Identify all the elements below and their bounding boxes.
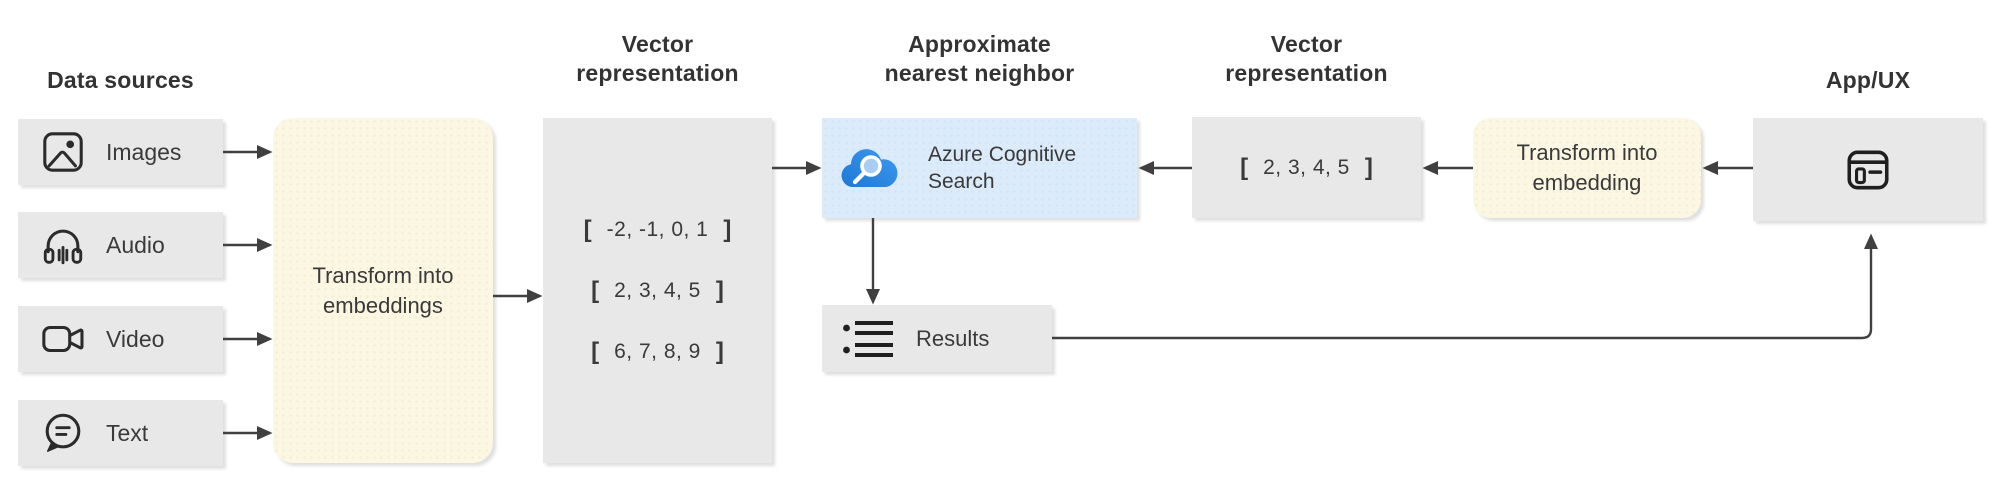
bracket-open: [ — [1240, 153, 1249, 181]
results-box: Results — [822, 305, 1052, 372]
bracket-open: [ — [591, 276, 600, 304]
source-box-images: Images — [18, 119, 223, 185]
vector-row: [ 2, 3, 4, 5 ] — [591, 277, 724, 305]
bracket-close: ] — [715, 276, 724, 304]
vector-row: [ 6, 7, 8, 9 ] — [591, 338, 724, 366]
source-box-text: Text — [18, 400, 223, 466]
header-data-sources: Data sources — [47, 67, 194, 93]
vector-values: -2, -1, 0, 1 — [606, 217, 709, 241]
azure-cognitive-search-box: Azure Cognitive Search — [822, 118, 1137, 218]
header-app-ux: App/UX — [1825, 67, 1911, 93]
header-vector-representation-right: Vector representation — [1225, 31, 1388, 86]
vector-row: [ 2, 3, 4, 5 ] — [1240, 154, 1373, 182]
app-ux-box — [1753, 118, 1983, 221]
transform-embedding-label: Transform into embedding — [1516, 140, 1658, 195]
bracket-close: ] — [715, 337, 724, 365]
source-label: Images — [106, 138, 182, 165]
bulleted-list-icon — [843, 320, 893, 357]
transform-embeddings-label: Transform into embeddings — [312, 262, 454, 318]
bracket-open: [ — [583, 215, 592, 243]
bracket-open: [ — [591, 337, 600, 365]
source-box-audio: Audio — [18, 212, 223, 278]
source-box-video: Video — [18, 306, 223, 372]
transform-embeddings-box: Transform into embeddings — [273, 118, 493, 463]
vector-representation-left-box: [ -2, -1, 0, 1 ] [ 2, 3, 4, 5 ] [ 6, 7, … — [543, 118, 772, 463]
vector-values: 6, 7, 8, 9 — [614, 339, 701, 363]
browser-window-icon — [1847, 150, 1889, 189]
header-vector-representation-left: Vector representation — [576, 31, 739, 86]
vector-row: [ -2, -1, 0, 1 ] — [584, 216, 732, 244]
source-label: Text — [106, 419, 149, 446]
results-label: Results — [916, 325, 990, 351]
source-label: Audio — [106, 231, 165, 258]
vector-representation-right-box: [ 2, 3, 4, 5 ] — [1192, 117, 1421, 218]
azure-search-cloud-icon — [841, 149, 898, 187]
azure-cognitive-search-label: Azure Cognitive Search — [928, 143, 1077, 193]
video-icon — [42, 325, 84, 353]
arrow-results-to-app — [1052, 233, 1878, 340]
transform-embedding-box: Transform into embedding — [1473, 118, 1701, 218]
text-icon — [45, 413, 81, 452]
audio-icon — [43, 229, 83, 265]
source-label: Video — [106, 325, 165, 352]
header-approximate-nearest-neighbor: Approximate nearest neighbor — [884, 31, 1075, 86]
bracket-close: ] — [723, 215, 732, 243]
images-icon — [43, 132, 83, 172]
vector-values: 2, 3, 4, 5 — [614, 278, 701, 302]
bracket-close: ] — [1364, 153, 1373, 181]
vector-values: 2, 3, 4, 5 — [1263, 155, 1350, 179]
